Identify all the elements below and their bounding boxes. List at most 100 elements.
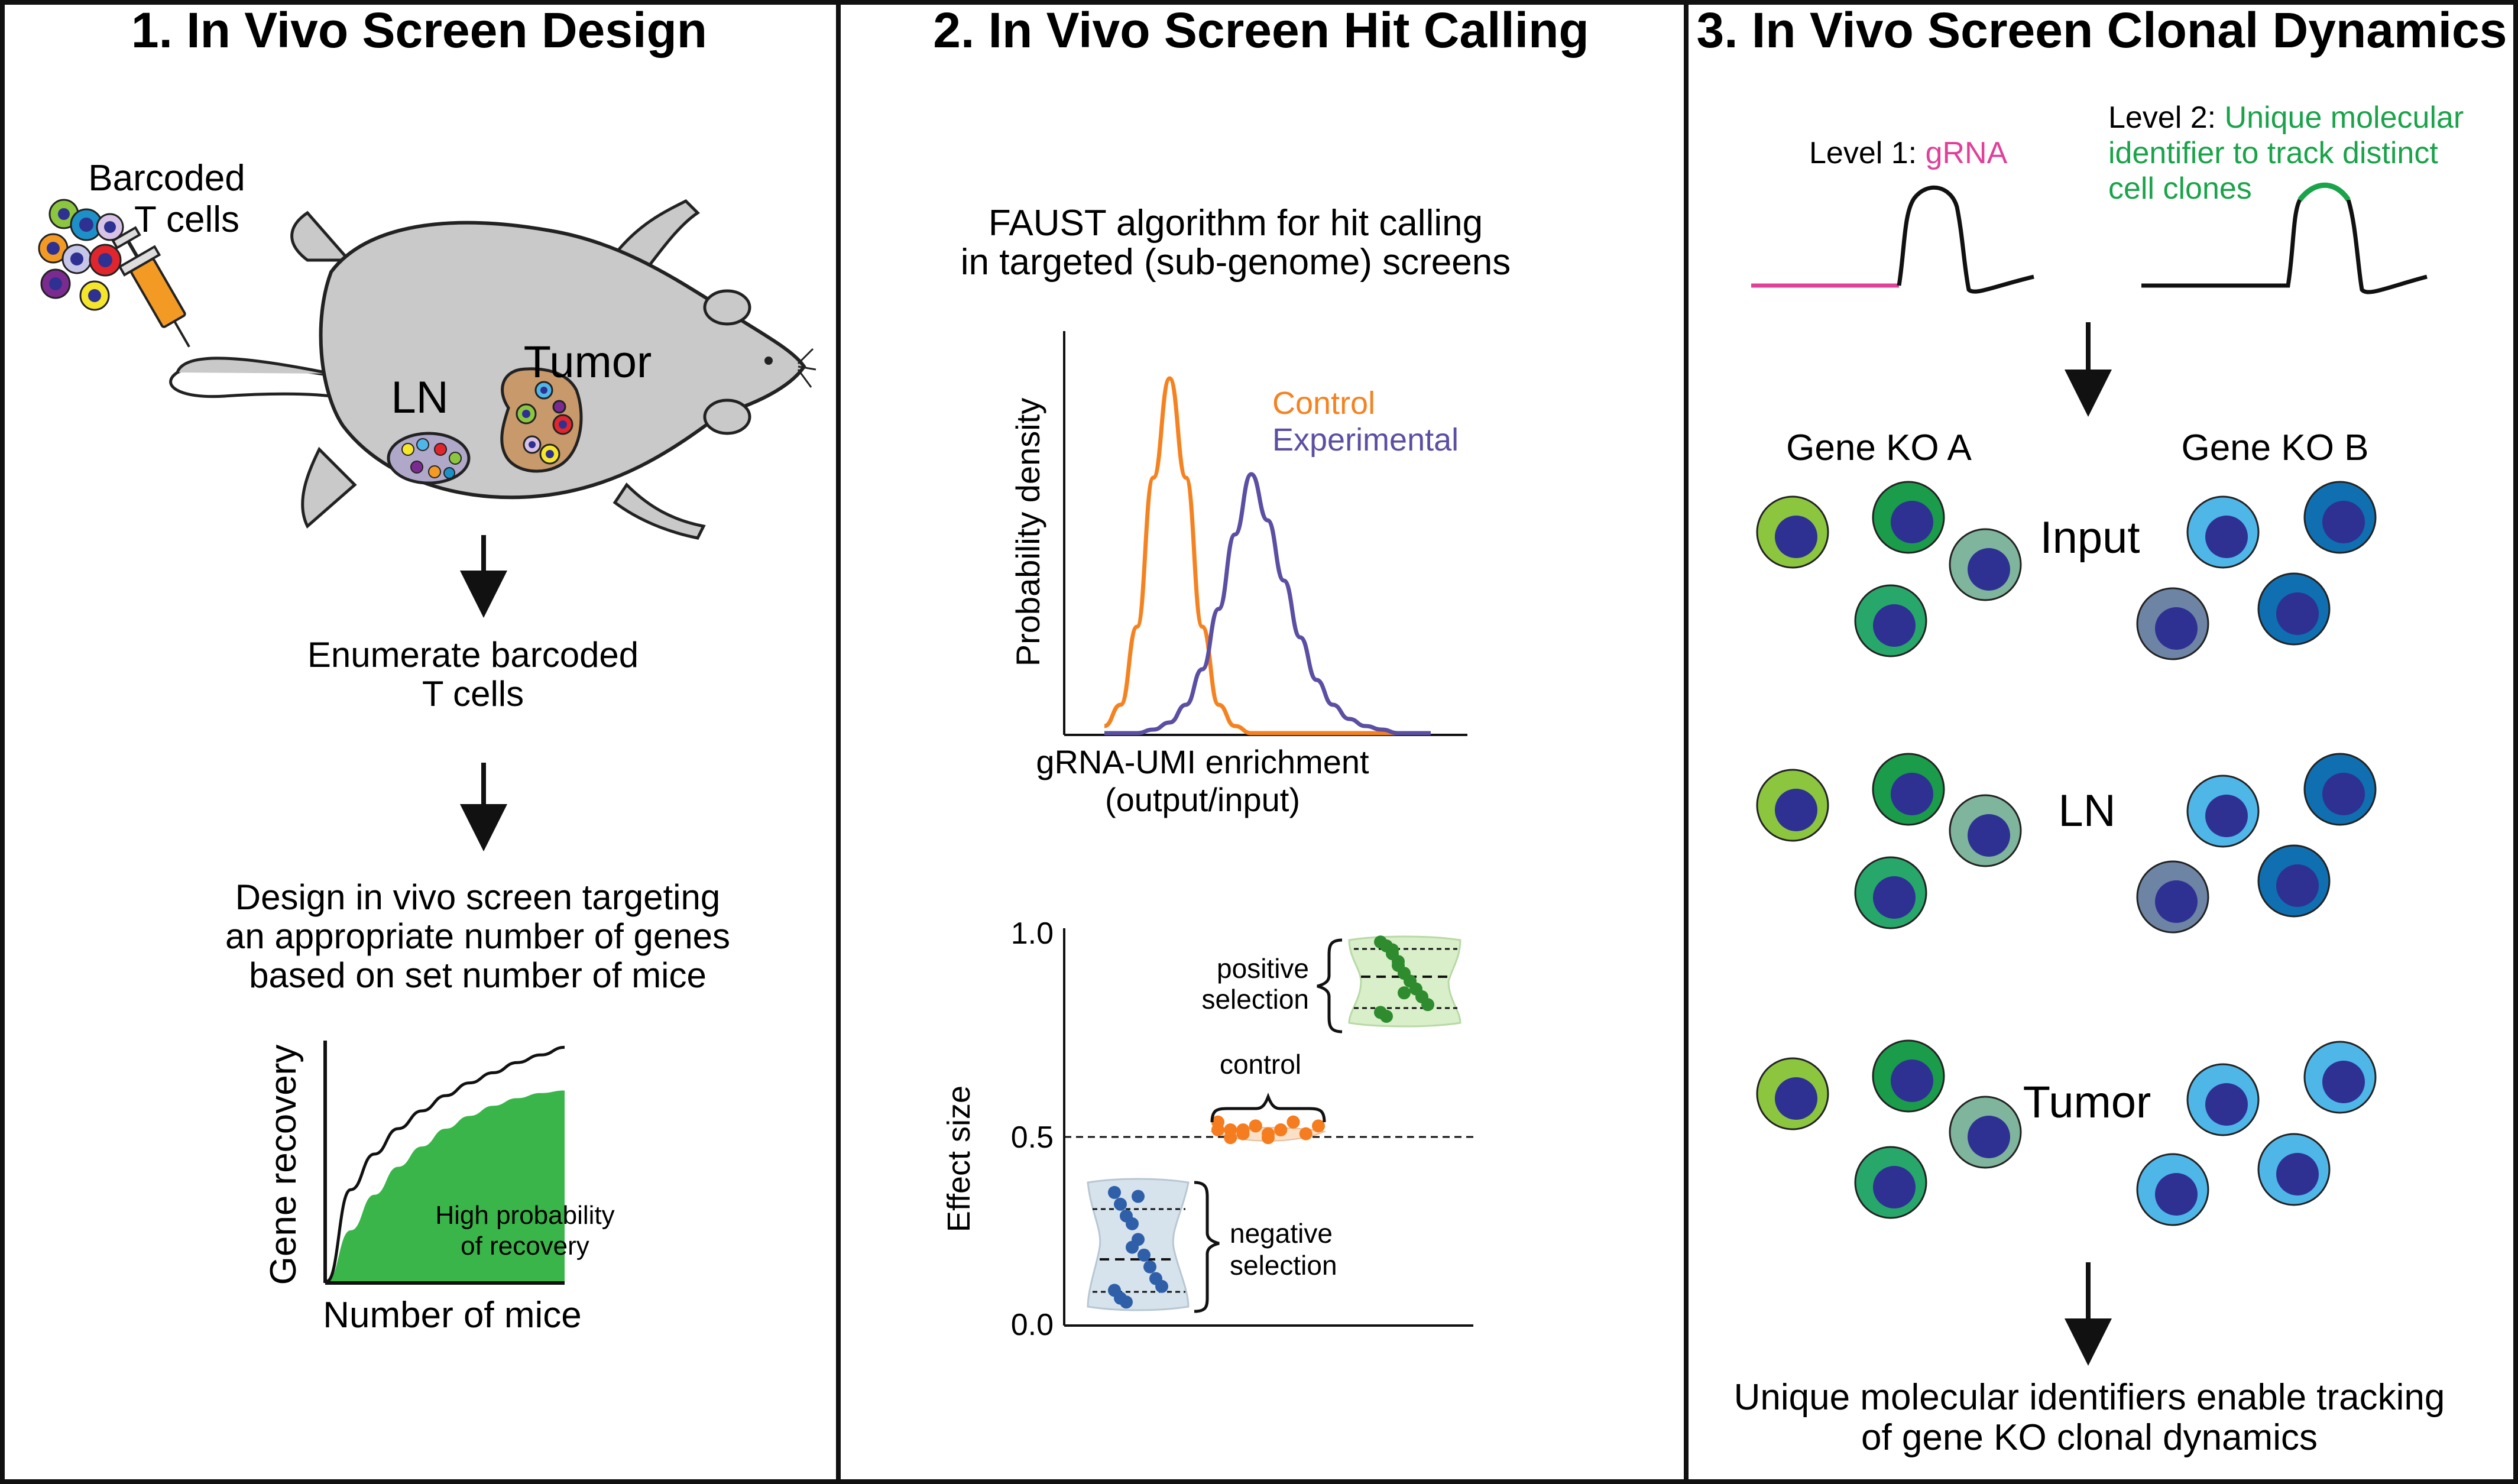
violin-dot <box>1224 1131 1237 1145</box>
recovery-area-label-line1: High probability <box>435 1201 614 1230</box>
barcoded-label-line1: Barcoded <box>88 158 245 199</box>
ko-b-cell-icon <box>2186 495 2260 569</box>
ko-b-cell-icon <box>2186 775 2260 848</box>
lymph-node-illustration <box>387 432 471 485</box>
negative-label-line2: selection <box>1230 1250 1337 1281</box>
tick-label-1.0: 1.0 <box>1011 916 1054 951</box>
recovery-chart: Gene recovery Number of mice High probab… <box>263 1041 615 1336</box>
nucleus-icon <box>2276 592 2319 635</box>
nucleus-icon <box>2205 795 2248 837</box>
ko-b-cell-icon <box>2257 1133 2331 1206</box>
ko-b-cell-icon <box>2257 572 2331 646</box>
gene-ko-a-label: Gene KO A <box>1786 427 1972 468</box>
nucleus-icon <box>2155 880 2198 923</box>
violin-dot <box>1108 1185 1121 1199</box>
density-chart: Probability density gRNA-UMI enrichment … <box>1009 331 1467 818</box>
panel-2: 2. In Vivo Screen Hit Calling FAUST algo… <box>933 2 1589 1342</box>
violin-dot <box>1236 1123 1250 1136</box>
panel-2-title: 2. In Vivo Screen Hit Calling <box>933 2 1589 58</box>
row-label-ln: LN <box>2058 786 2115 836</box>
nucleus-icon <box>2155 1173 2198 1216</box>
violin-dot <box>1143 1260 1156 1274</box>
level-1-construct-line <box>1897 185 2034 294</box>
nucleus-icon <box>1891 1059 1933 1102</box>
ko-a-cell-icon <box>1756 769 1829 842</box>
violin-dot <box>1249 1119 1262 1133</box>
design-line2: an appropriate number of genes <box>225 916 730 956</box>
mouse-illustration <box>169 199 816 540</box>
tumor-illustration <box>500 367 583 473</box>
density-series-experimental <box>1104 472 1431 735</box>
negative-brace <box>1194 1181 1220 1313</box>
recovery-area <box>327 1090 565 1281</box>
nucleus-icon <box>2155 607 2198 650</box>
ko-b-cell-icon <box>2186 1063 2260 1136</box>
nucleus-icon <box>1891 501 1933 543</box>
level-2-construct-line-left <box>2141 199 2302 288</box>
ko-a-cell-icon <box>1949 528 2022 601</box>
violin-dot <box>1132 1190 1145 1203</box>
violin-dot <box>1120 1295 1133 1309</box>
level-2-label-line2: identifier to track distinct <box>2108 136 2438 170</box>
violin-dot <box>1421 998 1434 1012</box>
control-brace <box>1210 1093 1326 1123</box>
violin-dot <box>1274 1123 1288 1136</box>
violin-dot <box>1138 1248 1151 1262</box>
ko-a-cell-icon <box>1854 1146 1927 1219</box>
design-line1: Design in vivo screen targeting <box>235 877 720 917</box>
level-2-umi-segment <box>2297 182 2351 202</box>
recovery-upper-curve <box>326 1045 565 1283</box>
nucleus-icon <box>2322 501 2365 543</box>
nucleus-icon <box>1968 548 2010 591</box>
ko-b-cell-icon <box>2257 844 2331 918</box>
panel-3: 3. In Vivo Screen Clonal Dynamics Level … <box>1697 2 2507 1458</box>
panel-2-subtitle-line2: in targeted (sub-genome) screens <box>961 242 1511 283</box>
level-2-construct-line-right <box>2346 199 2428 294</box>
nucleus-icon <box>1968 814 2010 857</box>
row-label-input: Input <box>2040 513 2140 563</box>
ko-b-cell-icon <box>2303 753 2377 826</box>
level-1-label: Level 1: gRNA <box>1809 136 2008 170</box>
barcoded-label-line2: T cells <box>134 199 239 240</box>
density-x-label-line2: (output/input) <box>1105 781 1300 818</box>
nucleus-icon <box>1873 876 1916 919</box>
negative-label-line1: negative <box>1230 1218 1333 1249</box>
ko-b-cell-icon <box>2136 860 2209 934</box>
effect-y-label: Effect size <box>941 1086 977 1232</box>
ko-a-cell-icon <box>1854 856 1927 929</box>
density-series-control <box>1103 376 1431 735</box>
violin-dot <box>1155 1279 1168 1293</box>
density-y-label: Probability density <box>1009 398 1046 666</box>
ln-label: LN <box>391 372 448 423</box>
nucleus-icon <box>2322 773 2365 815</box>
level-2-label-line3: cell clones <box>2108 171 2252 206</box>
panel-3-title: 3. In Vivo Screen Clonal Dynamics <box>1697 2 2507 58</box>
violin-dot <box>1392 958 1405 972</box>
ko-a-cell-icon <box>1949 1096 2022 1169</box>
density-x-label-line1: gRNA-UMI enrichment <box>1036 743 1369 780</box>
nucleus-icon <box>2205 1083 2248 1126</box>
nucleus-icon <box>2276 1153 2319 1195</box>
ko-a-cell-icon <box>1949 794 2022 867</box>
violin-dot <box>1386 943 1399 957</box>
panel-2-subtitle-line1: FAUST algorithm for hit calling <box>989 203 1483 244</box>
row-label-tumor: Tumor <box>2023 1077 2151 1127</box>
ko-a-cell-icon <box>1756 1057 1829 1130</box>
tick-label-0.0: 0.0 <box>1011 1308 1054 1342</box>
nucleus-icon <box>2276 864 2319 907</box>
syringe-icon <box>111 226 190 348</box>
recovery-y-label: Gene recovery <box>263 1045 304 1285</box>
nucleus-icon <box>1873 1166 1916 1208</box>
enumerate-line2: T cells <box>422 674 524 714</box>
violin-dot <box>1211 1123 1224 1136</box>
clonal-cell-grid <box>1756 481 2377 1226</box>
positive-label-line1: positive <box>1217 953 1309 984</box>
violin-dot <box>1126 1217 1139 1230</box>
violin-dot <box>1286 1115 1300 1129</box>
positive-label-line2: selection <box>1201 984 1309 1015</box>
nucleus-icon <box>1775 789 1817 831</box>
nucleus-icon <box>2322 1061 2365 1103</box>
conclusion-line1: Unique molecular identifiers enable trac… <box>1734 1377 2445 1418</box>
